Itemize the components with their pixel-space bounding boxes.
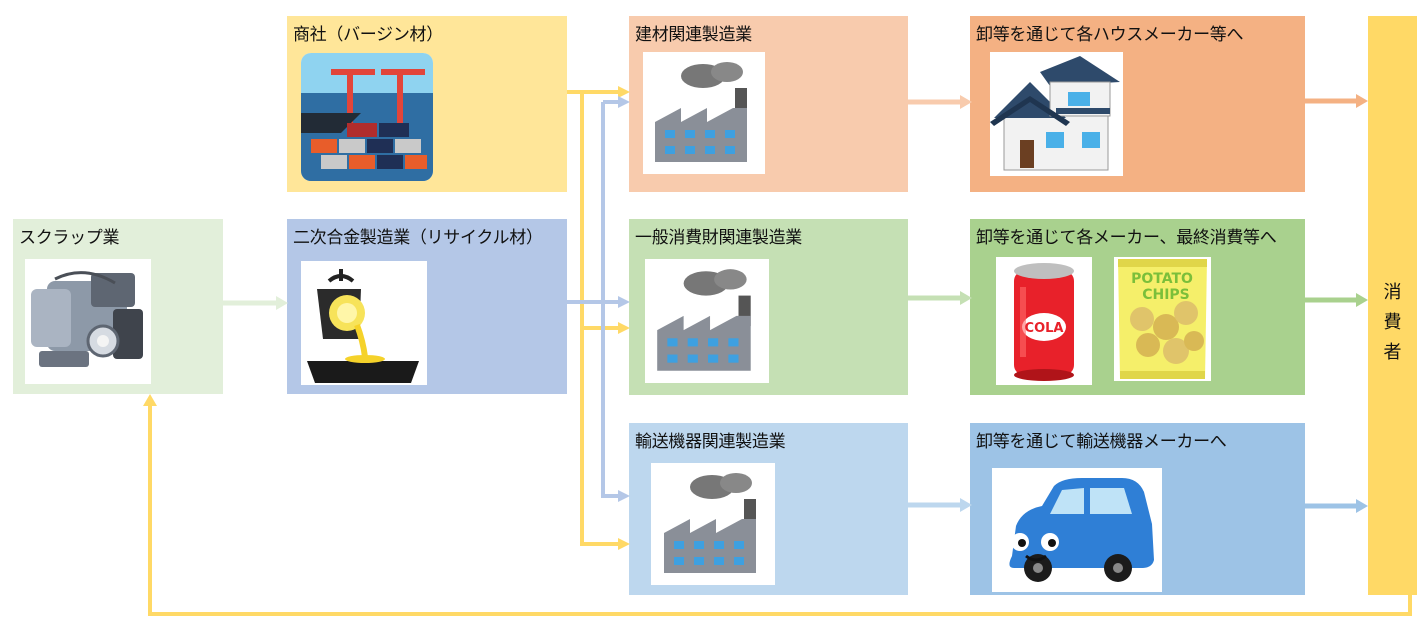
transport-mfg-label: 輸送機器関連製造業 [635, 432, 786, 452]
potato-chips-icon: POTATO CHIPS [1114, 257, 1211, 381]
secondary-alloy-box: 二次合金製造業（リサイクル材） [287, 219, 567, 394]
makers-final-label: 卸等を通じて各メーカー、最終消費等へ [976, 228, 1277, 248]
chips-text-line2: CHIPS [1142, 287, 1190, 303]
cola-text: COLA [1025, 321, 1064, 336]
virgin-material-flow [567, 90, 618, 546]
engine-scrap-icon [25, 259, 151, 384]
factory-icon [651, 463, 775, 585]
container-port-icon [301, 53, 433, 181]
trading-label: 商社（バージン材） [293, 25, 443, 45]
recycled-material-flow [567, 100, 618, 498]
cola-can-icon: COLA [996, 257, 1092, 385]
house-makers-box: 卸等を通じて各ハウスメーカー等へ [970, 16, 1305, 192]
house-icon [990, 52, 1123, 176]
transport-makers-label: 卸等を通じて輸送機器メーカーへ [976, 432, 1227, 452]
makers-final-box: 卸等を通じて各メーカー、最終消費等へ COLA POTATO CHIPS [970, 219, 1305, 395]
consumer-goods-mfg-label: 一般消費財関連製造業 [635, 228, 802, 248]
consumer-char-2: 費 [1383, 312, 1402, 333]
building-mfg-box: 建材関連製造業 [629, 16, 908, 192]
transport-makers-box: 卸等を通じて輸送機器メーカーへ [970, 423, 1305, 595]
consumer-char-1: 消 [1383, 282, 1402, 303]
blue-car-icon [992, 468, 1162, 592]
consumer-goods-mfg-box: 一般消費財関連製造業 [629, 219, 908, 395]
trading-box: 商社（バージン材） [287, 16, 567, 192]
factory-icon [643, 52, 765, 174]
scrap-box: スクラップ業 [13, 219, 223, 394]
secondary-alloy-label: 二次合金製造業（リサイクル材） [293, 228, 543, 248]
factory-icon [645, 259, 769, 383]
building-mfg-label: 建材関連製造業 [635, 25, 752, 45]
consumer-box: 消 費 者 [1368, 16, 1417, 595]
scrap-label: スクラップ業 [19, 228, 120, 248]
consumer-label: 消 費 者 [1368, 278, 1417, 368]
chips-text-line1: POTATO [1131, 271, 1193, 287]
transport-mfg-box: 輸送機器関連製造業 [629, 423, 908, 595]
house-makers-label: 卸等を通じて各ハウスメーカー等へ [976, 25, 1244, 45]
consumer-char-3: 者 [1383, 342, 1402, 363]
molten-metal-pouring-icon [301, 261, 427, 385]
